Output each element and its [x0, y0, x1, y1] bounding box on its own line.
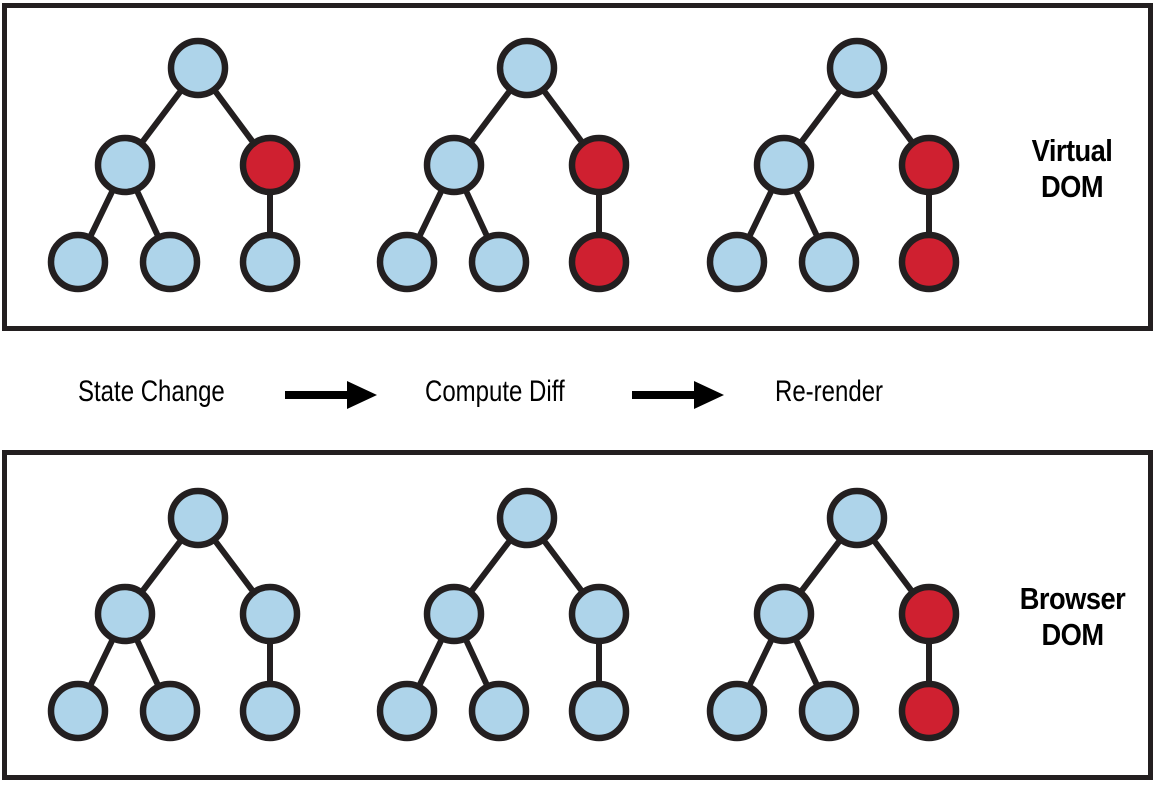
browser-dom-label: Browser DOM: [1009, 581, 1137, 653]
flow-step-state-change: State Change: [78, 375, 225, 408]
virtual-dom-label: Virtual DOM: [1014, 133, 1130, 205]
browser-dom-label-line2: DOM: [1041, 617, 1104, 652]
flow-step-re-render: Re-render: [775, 375, 884, 408]
arrow-right-icon: [632, 380, 724, 415]
browser-dom-panel: [2, 450, 1153, 780]
arrow-right-icon: [285, 380, 377, 415]
virtual-dom-label-line2: DOM: [1040, 169, 1104, 204]
browser-dom-label-line1: Browser: [1019, 581, 1126, 616]
virtual-dom-panel: [2, 3, 1153, 331]
virtual-dom-label-line1: Virtual: [1031, 133, 1113, 168]
flow-step-compute-diff: Compute Diff: [425, 375, 565, 408]
